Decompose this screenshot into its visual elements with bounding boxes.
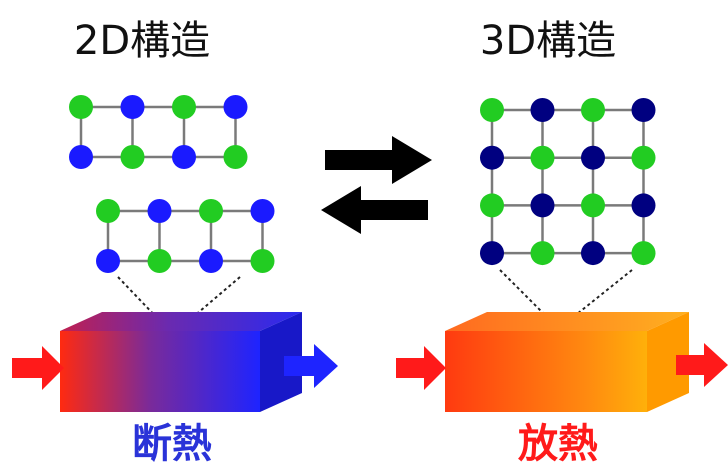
left-caption: 断熱 [132,421,212,466]
right-heat-block [445,312,689,412]
right-3d-lattice [480,98,656,266]
left-lower-layer-atom [96,199,120,223]
left-upper-layer-atom [172,95,196,119]
right-heat-out-arrow-icon [676,343,728,387]
right-lattice-atom [480,145,504,170]
arrow-right-icon [325,136,432,184]
right-lattice-atom [530,193,555,218]
left-heat-in-arrow-icon [12,346,64,390]
right-lattice-atom [581,98,605,122]
right-panel-title: 3D構造 [480,18,616,64]
right-lattice-atom [480,241,504,266]
right-lattice-atom [631,193,656,218]
left-upper-2d-layer [69,95,248,169]
exchange-arrows [321,136,432,234]
left-block-front-face [60,331,260,412]
left-lower-layer-atom [250,199,275,223]
left-lower-2d-layer [96,199,275,273]
left-upper-layer-atom [223,145,248,169]
right-lattice-atom [530,98,555,122]
arrow-left-icon [321,186,428,234]
right-lattice-atom [631,241,656,266]
left-block-side-face [260,312,302,412]
right-lattice-atom [581,145,605,170]
left-panel-title: 2D構造 [74,18,210,64]
left-upper-layer-atom [69,95,93,119]
left-lower-layer-atom [250,249,275,273]
left-upper-layer-atom [172,145,196,169]
left-upper-layer-atom [120,95,145,119]
zoom-lines-right [499,269,633,319]
zoom-lines-left [117,276,241,324]
right-lattice-atom [631,145,656,170]
left-lower-layer-atom [199,249,223,273]
right-block-top-face [445,312,689,331]
right-lattice-atom [480,98,504,122]
left-block-top-face [60,312,302,331]
left-lower-layer-atom [147,249,172,273]
right-heat-in-arrow-icon [396,346,446,390]
right-lattice-atom [480,193,504,218]
right-lattice-atom [530,145,555,170]
left-heat-out-arrow-icon [284,344,338,388]
left-lower-layer-atom [199,199,223,223]
left-lower-layer-atom [147,199,172,223]
right-lattice-atom [581,193,605,218]
left-lower-layer-atom [96,249,120,273]
left-upper-layer-atom [69,145,93,169]
left-upper-layer-atom [120,145,145,169]
right-block-front-face [445,331,647,412]
right-caption: 放熱 [518,421,598,466]
right-lattice-atom [631,98,656,122]
left-heat-block [60,312,302,412]
right-lattice-atom [581,241,605,266]
left-upper-layer-atom [223,95,248,119]
right-lattice-atom [530,241,555,266]
right-block-side-face [647,312,689,412]
